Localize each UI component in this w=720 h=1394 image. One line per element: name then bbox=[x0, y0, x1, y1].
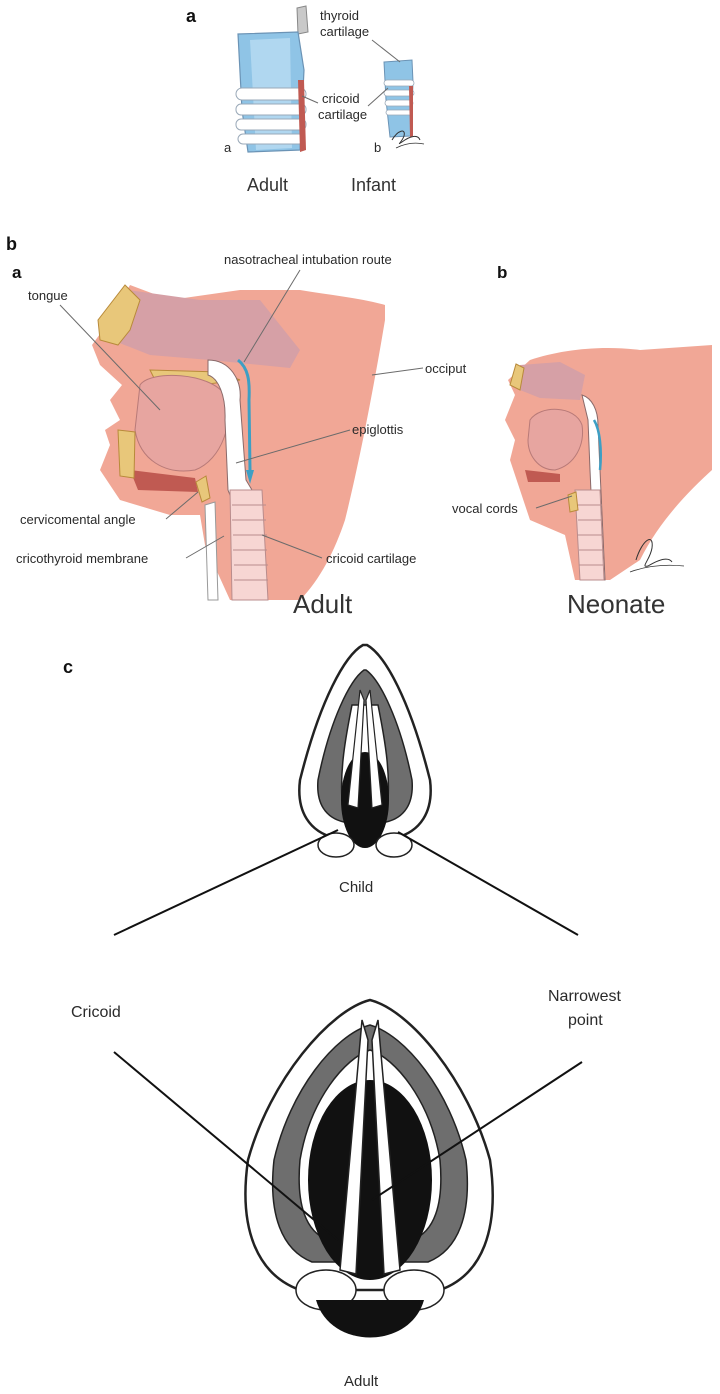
leader-cervicomental bbox=[165, 491, 199, 520]
caption-adult-a: Adult bbox=[247, 175, 288, 195]
adult-larynx-illustration bbox=[235, 5, 309, 153]
panel-b-letter: b bbox=[6, 234, 17, 254]
label-adult-c: Adult bbox=[344, 1373, 379, 1390]
panel-c-letter: c bbox=[63, 657, 73, 677]
leader-nasotracheal bbox=[243, 269, 301, 363]
label-nasotracheal-route: nasotracheal intubation route bbox=[224, 252, 392, 267]
cricoid-leader-line-adult bbox=[301, 95, 319, 104]
label-tongue: tongue bbox=[28, 288, 68, 303]
cricoid-label-line1: cricoid bbox=[322, 91, 360, 106]
label-vocal-cords: vocal cords bbox=[452, 501, 518, 516]
leader-cricoid bbox=[261, 534, 323, 559]
leader-cricothyroid bbox=[185, 535, 225, 559]
signature-mark-a bbox=[391, 130, 425, 149]
connector-cricoid-child bbox=[113, 829, 339, 936]
panel-b-sub-a: a bbox=[12, 263, 22, 282]
label-occiput: occiput bbox=[425, 361, 467, 376]
panel-a-sub-b: b bbox=[374, 140, 381, 155]
leader-epiglottis bbox=[235, 429, 351, 464]
leader-occiput bbox=[371, 367, 424, 376]
thyroid-label-line1: thyroid bbox=[320, 8, 359, 23]
panel-a: a thyroid cartilage cricoi bbox=[186, 5, 425, 195]
panel-a-letter: a bbox=[186, 6, 197, 26]
label-child: Child bbox=[339, 879, 373, 896]
child-larynx-illustration bbox=[298, 643, 432, 858]
caption-infant: Infant bbox=[351, 175, 396, 195]
connector-narrowest-adult bbox=[371, 1061, 583, 1201]
connector-cricoid-adult bbox=[113, 1051, 339, 1241]
label-cricoid: Cricoid bbox=[71, 1004, 121, 1021]
panel-b-sub-b: b bbox=[497, 263, 507, 282]
panel-b: b a b bbox=[6, 234, 712, 619]
panel-a-sub-a: a bbox=[224, 140, 232, 155]
label-epiglottis: epiglottis bbox=[352, 422, 404, 437]
neonate-head-illustration bbox=[505, 345, 712, 581]
cricoid-leader-line bbox=[367, 87, 389, 107]
label-narrowest-line2: point bbox=[568, 1012, 603, 1029]
label-cervicomental-angle: cervicomental angle bbox=[20, 512, 136, 527]
leader-vocal-cords bbox=[535, 495, 573, 509]
caption-adult-b: Adult bbox=[293, 589, 353, 619]
adult-larynx-cross-section bbox=[244, 998, 494, 1338]
thyroid-leader-line bbox=[371, 39, 401, 63]
cricoid-label-line2: cartilage bbox=[318, 107, 367, 122]
label-cricoid-cartilage: cricoid cartilage bbox=[326, 551, 416, 566]
thyroid-label-line2: cartilage bbox=[320, 24, 369, 39]
connector-narrowest-child bbox=[397, 831, 579, 936]
panel-c: c Child Cricoi bbox=[63, 643, 621, 1390]
label-narrowest-line1: Narrowest bbox=[548, 988, 621, 1005]
infant-larynx-illustration bbox=[383, 59, 415, 138]
label-cricothyroid-membrane: cricothyroid membrane bbox=[16, 551, 148, 566]
leader-tongue bbox=[59, 304, 161, 411]
caption-neonate: Neonate bbox=[567, 589, 665, 619]
signature-mark-b bbox=[629, 538, 685, 573]
